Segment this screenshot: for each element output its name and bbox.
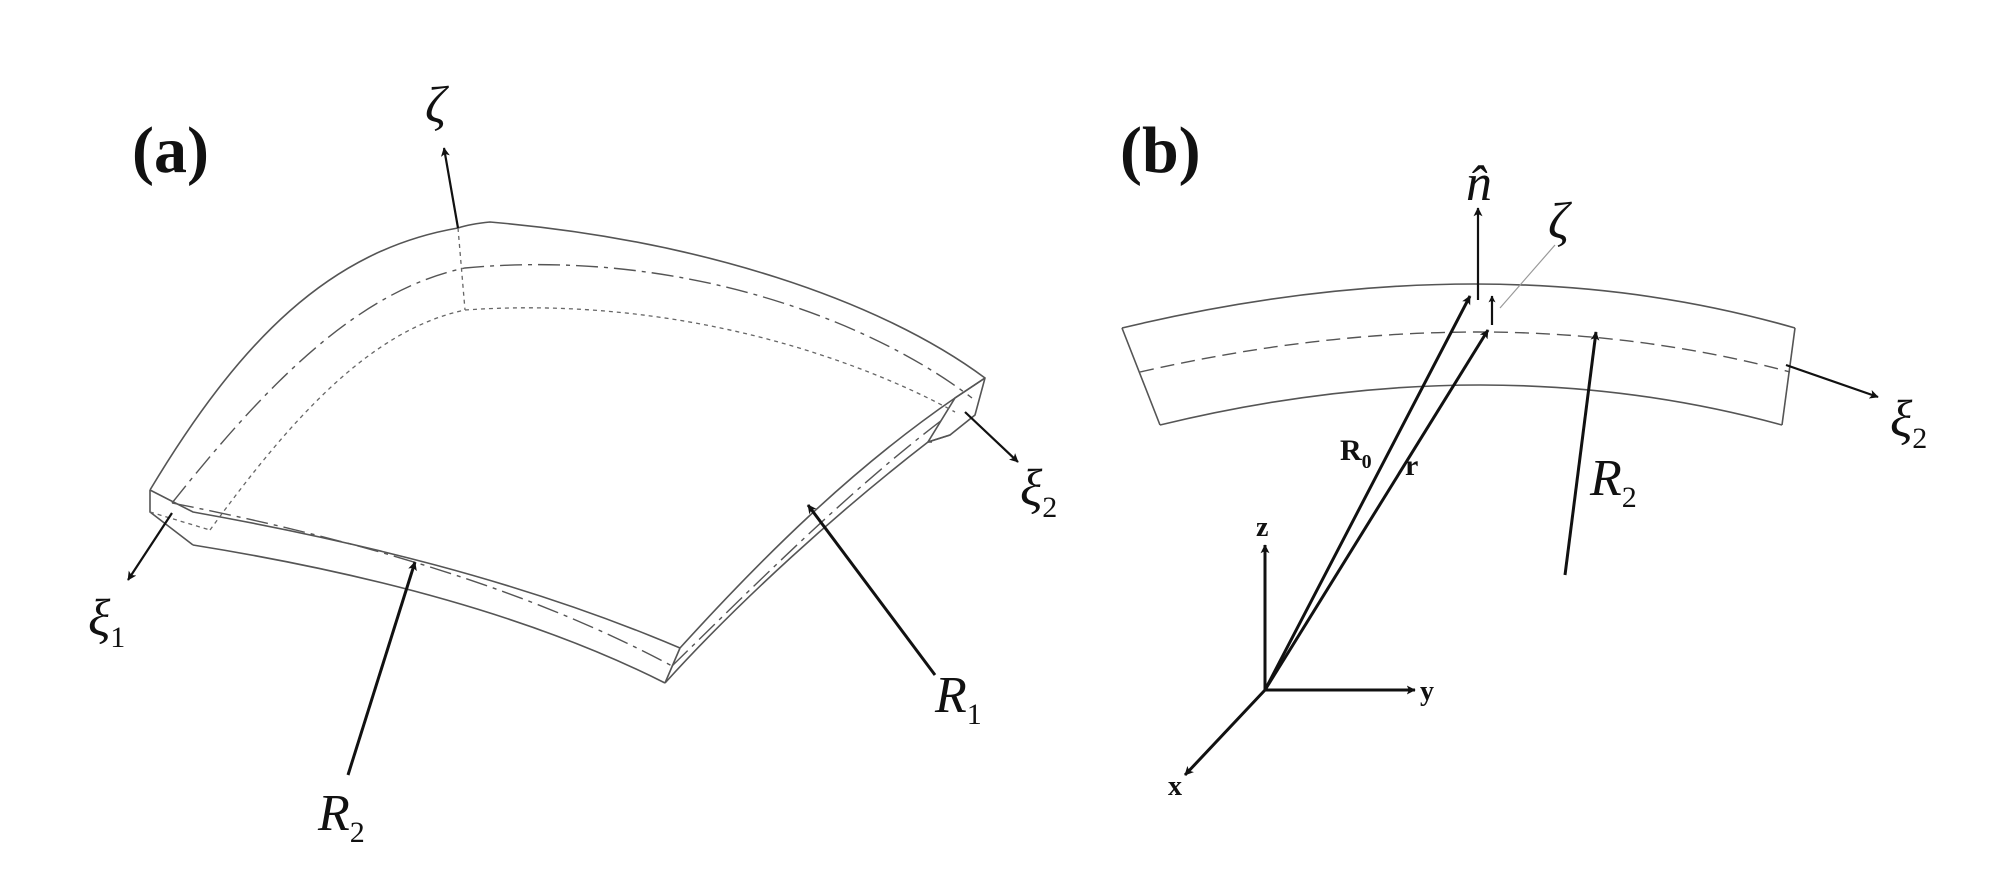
y-axis-label: y <box>1420 676 1434 707</box>
curved-shell-3d <box>149 221 986 684</box>
panel-a-label: (a) <box>132 114 209 187</box>
panel-b: (b) n̂ ζ ξ2 R2 z <box>1120 114 1927 802</box>
R2-label: R2 <box>317 785 365 849</box>
R1-radius-arrow <box>806 504 937 676</box>
shell-cross-section <box>1121 283 1796 426</box>
R2-radius-arrow <box>346 561 417 776</box>
x-axis-label: x <box>1168 771 1182 802</box>
zeta-label-b: ζ <box>1548 193 1572 250</box>
zeta-axis-arrow <box>440 147 460 229</box>
R0-position-vector <box>1263 295 1472 691</box>
xi1-label: ξ1 <box>88 590 125 654</box>
n-hat-label: n̂ <box>1466 155 1492 212</box>
x-axis-arrow <box>1183 688 1267 777</box>
z-axis-label: z <box>1256 512 1268 543</box>
xi2-axis-arrow <box>964 411 1019 463</box>
R1-label: R1 <box>934 667 982 731</box>
xi2-label: ξ2 <box>1020 460 1057 524</box>
R2-radius-arrow-b <box>1563 331 1600 576</box>
R2-label-b: R2 <box>1589 450 1637 514</box>
xi1-axis-arrow <box>127 512 173 581</box>
xi2-label-b: ξ2 <box>1890 391 1927 455</box>
zeta-leader-line <box>1499 244 1556 309</box>
coordinate-axes: z y x <box>1168 512 1434 802</box>
xi2-axis-arrow-b <box>1785 363 1879 399</box>
panel-b-label: (b) <box>1120 114 1201 187</box>
panel-a: (a) <box>88 77 1057 849</box>
zeta-label: ζ <box>425 77 449 134</box>
R0-label: R0 <box>1340 434 1372 473</box>
r-position-vector <box>1263 329 1490 691</box>
r-label: r <box>1405 449 1418 482</box>
